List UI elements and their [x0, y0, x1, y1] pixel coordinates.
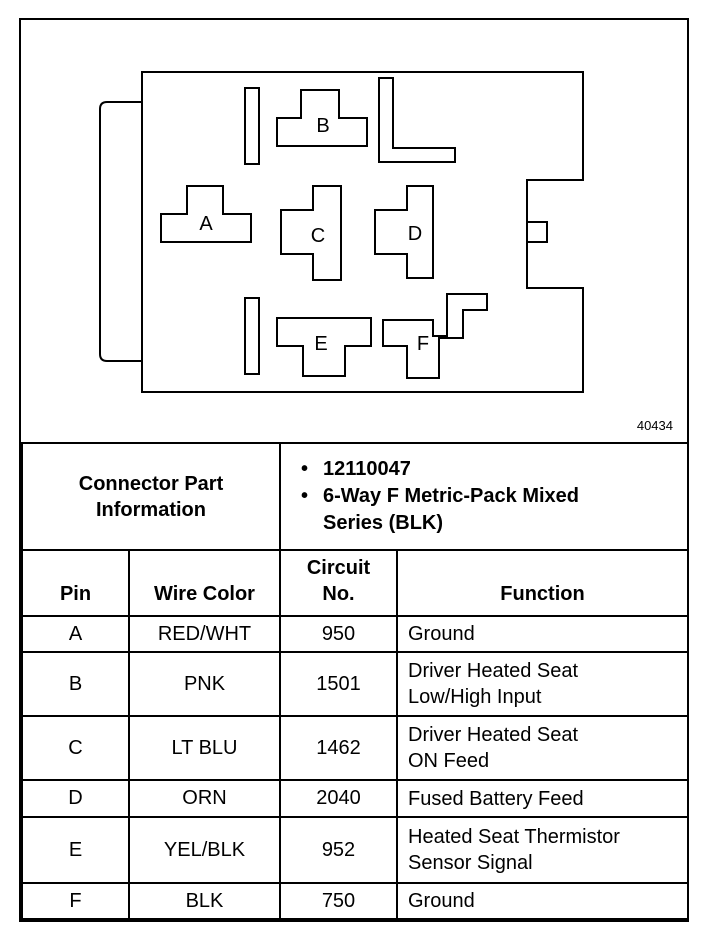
pin-cell: F: [21, 882, 130, 920]
pin-label-a: A: [199, 213, 213, 235]
circuit-cell: 952: [279, 816, 398, 884]
cavity-b: [276, 89, 368, 147]
circuit-cell: 950: [279, 615, 398, 653]
pin-label-b: B: [316, 115, 329, 137]
cavity-a: [160, 185, 252, 243]
connector-body: [141, 71, 584, 393]
part-number: 12110047: [323, 458, 411, 480]
right-tab: [526, 221, 548, 243]
info-item: • 6-Way F Metric-Pack Mixed: [301, 483, 687, 510]
header-pin: Pin: [21, 549, 130, 617]
header-function: Function: [395, 549, 690, 617]
circuit-cell: 1501: [279, 651, 398, 717]
header-circuit: Circuit No.: [279, 549, 398, 617]
info-list-cell: • 12110047 • 6-Way F Metric-Pack Mixed S…: [278, 442, 690, 551]
function-line1: Driver Heated Seat: [408, 724, 579, 746]
function-cell: Ground: [395, 615, 690, 653]
l-key: [378, 77, 456, 163]
wire-color-cell: RED/WHT: [128, 615, 281, 653]
table-row: A RED/WHT 950 Ground: [21, 615, 690, 653]
info-label-line2: Information: [96, 498, 206, 521]
pin-cell: B: [21, 651, 130, 717]
function-line2: Low/High Input: [408, 686, 542, 708]
table-row: B PNK 1501 Driver Heated Seat Low/High I…: [21, 651, 690, 717]
connector-type-line1: 6-Way F Metric-Pack Mixed: [323, 485, 580, 507]
pin-label-d: D: [408, 223, 422, 245]
wire-color-cell: LT BLU: [128, 715, 281, 781]
wire-color-cell: PNK: [128, 651, 281, 717]
pin-label-c: C: [311, 225, 325, 247]
header-row: Pin Wire Color Circuit No. Function: [21, 549, 690, 617]
side-latch: [99, 101, 142, 362]
function-line1: Ground: [408, 890, 475, 912]
cavity-c: [280, 185, 342, 281]
connector-diagram: A B C D E F 40434: [21, 20, 687, 442]
table-row: F BLK 750 Ground: [21, 882, 690, 920]
info-label-cell: Connector Part Information: [21, 442, 281, 551]
function-cell: Fused Battery Feed: [395, 779, 690, 818]
circuit-cell: 1462: [279, 715, 398, 781]
pin-cell: C: [21, 715, 130, 781]
header-circuit-line1: Circuit: [306, 557, 371, 579]
pin-cell: E: [21, 816, 130, 884]
key-bar-top: [244, 87, 260, 165]
function-line1: Heated Seat Thermistor: [408, 826, 620, 848]
function-cell: Heated Seat Thermistor Sensor Signal: [395, 816, 690, 884]
pin-label-e: E: [314, 333, 327, 355]
header-wire-color: Wire Color: [128, 549, 281, 617]
key-bar-bottom: [244, 297, 260, 375]
pin-cell: D: [21, 779, 130, 818]
connector-type-line2: Series (BLK): [323, 512, 444, 534]
wire-color-cell: ORN: [128, 779, 281, 818]
cavity-d: [374, 185, 434, 279]
cavity-f-outline: [382, 293, 488, 379]
circuit-cell: 750: [279, 882, 398, 920]
cavity-f: [383, 294, 487, 322]
function-line2: Sensor Signal: [408, 852, 533, 874]
function-line1: Driver Heated Seat: [408, 660, 579, 682]
function-cell: Ground: [395, 882, 690, 920]
cavity-e: [276, 317, 372, 377]
connector-face-drawing: A B C D E F: [99, 71, 584, 393]
header-circuit-line2: No.: [322, 583, 355, 605]
connector-sheet: A B C D E F 40434 Connector Part Informa…: [19, 18, 690, 922]
pin-cell: A: [21, 615, 130, 653]
table-row: E YEL/BLK 952 Heated Seat Thermistor Sen…: [21, 816, 690, 884]
info-label-line1: Connector Part: [78, 472, 224, 495]
table-row: C LT BLU 1462 Driver Heated Seat ON Feed: [21, 715, 690, 781]
function-cell: Driver Heated Seat ON Feed: [395, 715, 690, 781]
function-line2: ON Feed: [408, 750, 490, 772]
circuit-cell: 2040: [279, 779, 398, 818]
function-line1: Fused Battery Feed: [408, 787, 584, 810]
info-item: • 12110047: [301, 456, 687, 483]
wire-color-cell: YEL/BLK: [128, 816, 281, 884]
info-row: Connector Part Information • 12110047 • …: [21, 442, 690, 551]
bullet: •: [301, 485, 309, 507]
wire-color-cell: BLK: [128, 882, 281, 920]
connector-table: Connector Part Information • 12110047 • …: [21, 442, 690, 920]
pin-label-f: F: [417, 333, 429, 355]
figure-number: 40434: [636, 418, 673, 433]
table-row: D ORN 2040 Fused Battery Feed: [21, 779, 690, 818]
function-cell: Driver Heated Seat Low/High Input: [395, 651, 690, 717]
bullet: •: [301, 458, 309, 480]
function-line1: Ground: [408, 623, 475, 645]
